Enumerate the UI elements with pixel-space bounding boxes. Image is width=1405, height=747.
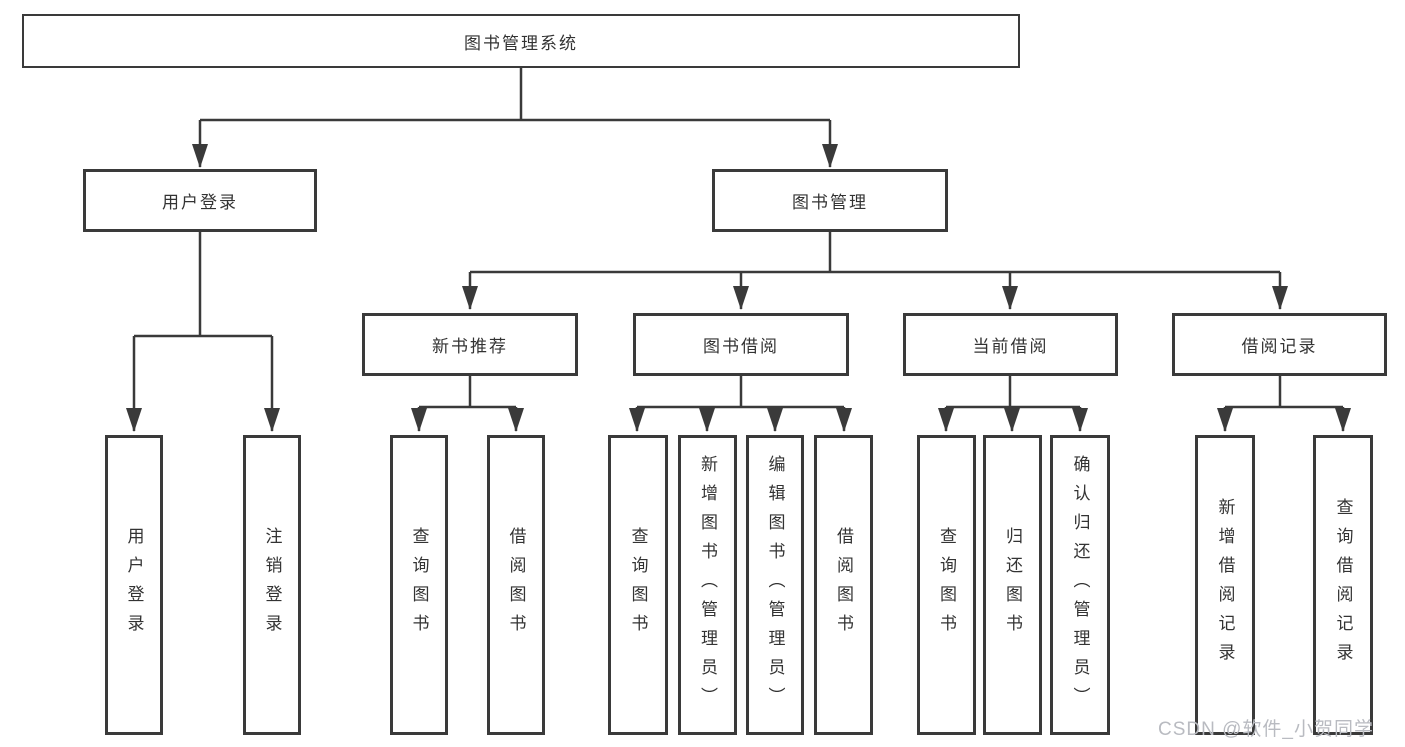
leaf-add-book-admin: 新增图书（管理员） (678, 435, 737, 735)
node-current-borrow: 当前借阅 (903, 313, 1118, 376)
connector-borrow-records-to-leaves (1217, 376, 1351, 432)
leaf-logout: 注销登录 (243, 435, 301, 735)
leaf-edit-book-admin-label: 编辑图书（管理员） (765, 454, 785, 716)
connector-root-to-level2 (192, 68, 838, 168)
node-user-login-label: 用户登录 (162, 193, 238, 212)
node-current-borrow-label: 当前借阅 (972, 337, 1049, 356)
connector-new-book-recommend-to-leaves (411, 376, 524, 432)
leaf-logout-label: 注销登录 (262, 527, 282, 643)
leaf-query-books-current-label: 查询图书 (937, 527, 956, 643)
leaf-query-books-borrow-label: 查询图书 (628, 527, 648, 643)
leaf-query-books-current: 查询图书 (917, 435, 976, 735)
csdn-watermark: CSDN @软件_小贺同学 (1158, 719, 1374, 740)
node-new-book-recommend: 新书推荐 (362, 313, 578, 376)
leaf-borrow-books-label: 借阅图书 (834, 527, 853, 643)
leaf-return-books-label: 归还图书 (1003, 527, 1022, 643)
node-book-management: 图书管理 (712, 169, 948, 232)
node-book-management-label: 图书管理 (792, 193, 868, 212)
leaf-user-login: 用户登录 (105, 435, 163, 735)
leaf-query-books-borrow: 查询图书 (608, 435, 668, 735)
leaf-borrow-books: 借阅图书 (814, 435, 873, 735)
leaf-confirm-return-admin: 确认归还（管理员） (1050, 435, 1110, 735)
leaf-add-borrow-record-label: 新增借阅记录 (1215, 498, 1235, 672)
node-user-login: 用户登录 (83, 169, 317, 232)
leaf-add-book-admin-label: 新增图书（管理员） (698, 454, 717, 716)
leaf-return-books: 归还图书 (983, 435, 1042, 735)
connector-user-login-to-leaves (126, 232, 280, 432)
node-book-borrow: 图书借阅 (633, 313, 849, 376)
leaf-edit-book-admin: 编辑图书（管理员） (746, 435, 804, 735)
node-new-book-recommend-label: 新书推荐 (432, 337, 508, 356)
node-root-label: 图书管理系统 (464, 33, 578, 53)
node-borrow-records-label: 借阅记录 (1241, 337, 1318, 356)
connector-book-management-to-level3 (462, 232, 1288, 310)
leaf-query-books-recommend: 查询图书 (390, 435, 448, 735)
connector-book-borrow-to-leaves (629, 376, 852, 432)
node-root: 图书管理系统 (22, 14, 1020, 68)
leaf-query-books-recommend-label: 查询图书 (409, 527, 429, 643)
node-borrow-records: 借阅记录 (1172, 313, 1387, 376)
leaf-query-borrow-record: 查询借阅记录 (1313, 435, 1373, 735)
leaf-query-borrow-record-label: 查询借阅记录 (1333, 498, 1353, 672)
node-book-borrow-label: 图书借阅 (703, 337, 779, 356)
leaf-confirm-return-admin-label: 确认归还（管理员） (1070, 454, 1090, 716)
leaf-add-borrow-record: 新增借阅记录 (1195, 435, 1255, 735)
leaf-borrow-books-recommend: 借阅图书 (487, 435, 545, 735)
leaf-borrow-books-recommend-label: 借阅图书 (506, 527, 526, 643)
leaf-user-login-label: 用户登录 (124, 527, 144, 643)
connector-current-borrow-to-leaves (938, 376, 1088, 432)
